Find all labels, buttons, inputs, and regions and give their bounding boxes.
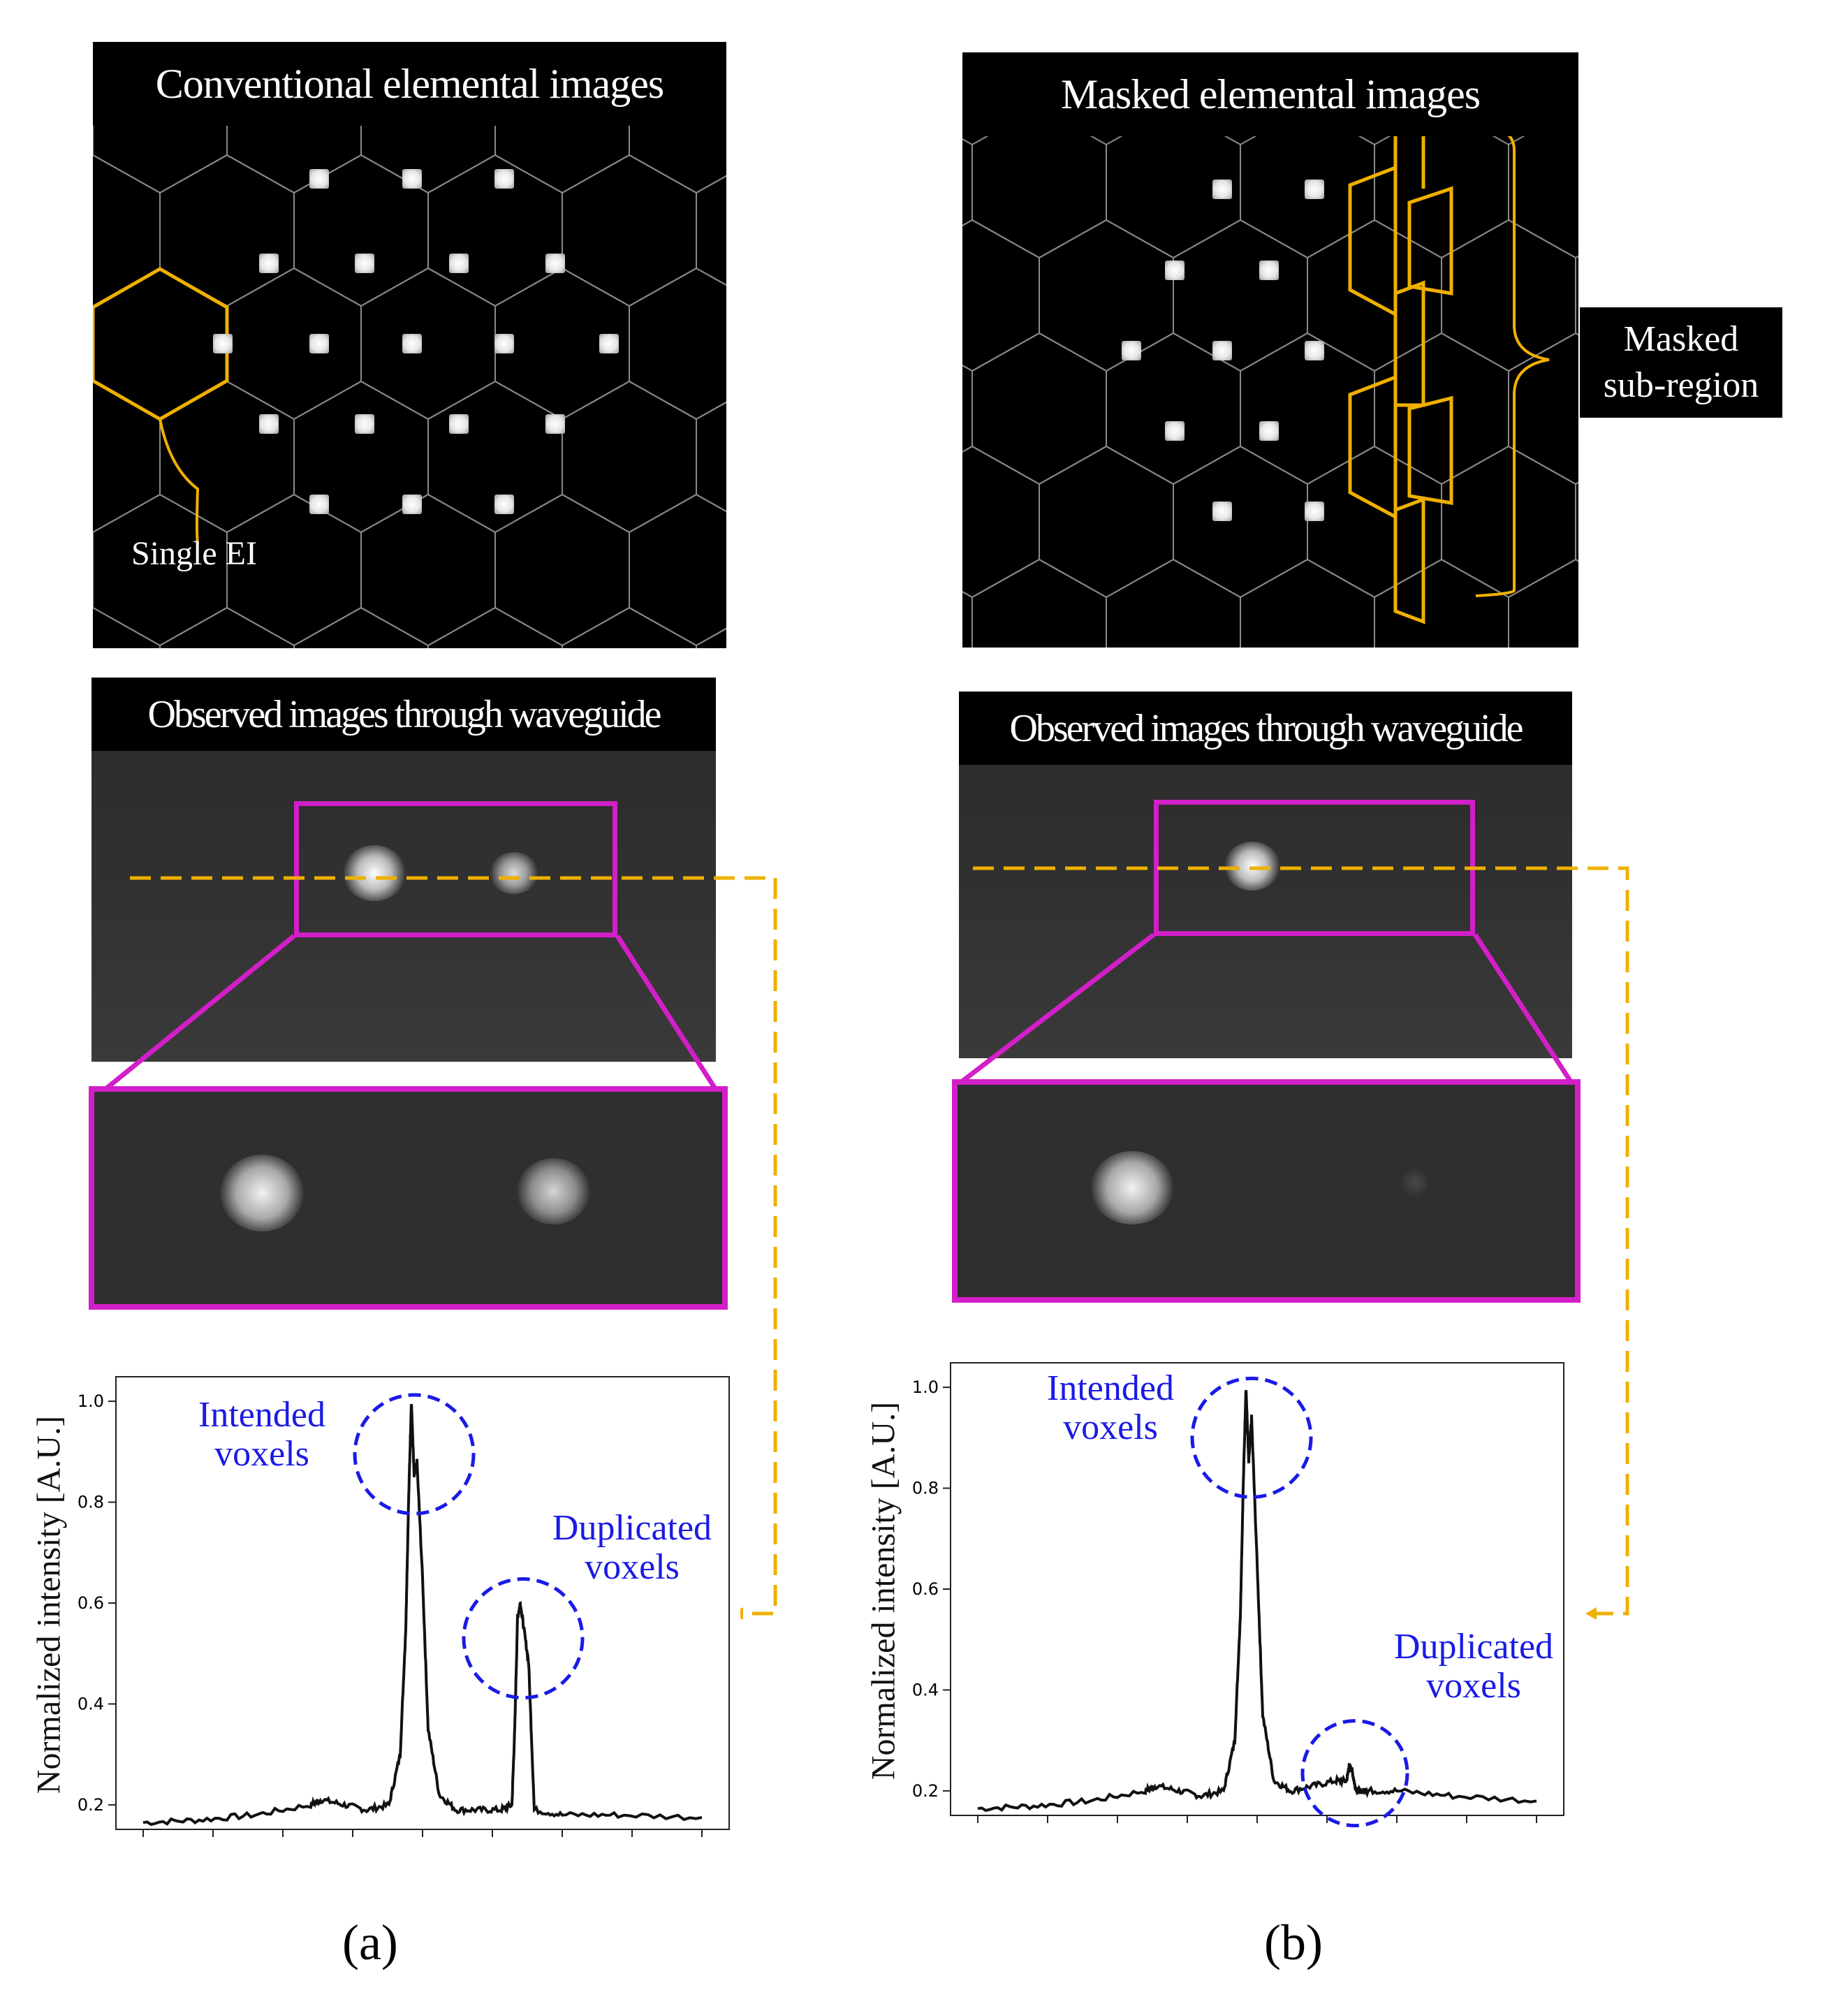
hex-cell — [1106, 558, 1241, 648]
masked-sub-region-label: Masked sub-region — [1580, 307, 1782, 418]
voxel-dot — [402, 169, 422, 189]
voxel-dot — [494, 334, 514, 353]
voxel-dot — [1165, 261, 1185, 280]
zoom-voxel-a2 — [517, 1158, 590, 1224]
hex-cell — [293, 606, 429, 648]
voxel-dot — [1212, 502, 1232, 521]
intensity-line — [142, 1403, 703, 1827]
observed-title-a: Observed images through waveguide — [91, 678, 716, 751]
conventional-ei-panel: Conventional elemental images Single EI — [93, 42, 726, 648]
voxel-dot — [259, 254, 279, 273]
y-tick-label: 0.8 — [78, 1493, 104, 1512]
plot-area-b — [950, 1362, 1564, 1816]
voxel-dot — [1305, 180, 1324, 199]
hex-cell — [562, 606, 697, 648]
y-tick-label: 1.0 — [78, 1391, 104, 1411]
y-tick-label: 0.6 — [912, 1579, 939, 1599]
bright-voxel-b1 — [1224, 842, 1280, 891]
annotation-circle — [462, 1577, 585, 1700]
hex-cell — [159, 606, 295, 648]
mask-brace — [1475, 124, 1550, 597]
zoom-roi-a — [294, 801, 617, 937]
voxel-dot — [259, 414, 279, 434]
observed-title-b: Observed images through waveguide — [959, 692, 1572, 765]
y-tick-label: 0.2 — [78, 1795, 104, 1815]
voxel-dot — [599, 334, 619, 353]
voxel-dot — [449, 414, 469, 434]
bright-voxel-a1 — [343, 845, 406, 901]
y-tick-label: 0.4 — [912, 1680, 939, 1699]
intensity-chart-b: 0.2 0.4 0.6 0.8 1.0 Normalized intensity [A.… — [856, 1348, 1575, 1830]
voxel-dot — [494, 495, 514, 514]
voxel-dot — [1305, 502, 1324, 521]
hex-cell — [1508, 558, 1578, 648]
voxel-dot — [213, 334, 233, 353]
y-tick-label: 1.0 — [912, 1377, 939, 1397]
masked-ei-title: Masked elemental images — [962, 52, 1578, 136]
observed-image-b: Observed images through waveguide — [959, 692, 1572, 1058]
voxel-dot — [309, 169, 329, 189]
zoom-voxel-a1 — [220, 1155, 304, 1231]
hex-cell — [1240, 558, 1375, 648]
hex-cell — [971, 558, 1107, 648]
hex-cell — [1374, 558, 1509, 648]
intended-voxels-annotation-a: Intended voxels — [198, 1395, 325, 1474]
voxel-dot — [449, 254, 469, 273]
single-ei-label: Single EI — [131, 535, 257, 572]
zoomed-view-b — [952, 1079, 1581, 1303]
single-ei-outline — [93, 267, 229, 421]
plot-area-a — [115, 1376, 730, 1830]
voxel-dot — [309, 334, 329, 353]
zoomed-view-a — [89, 1086, 728, 1310]
voxel-dot — [355, 254, 374, 273]
chart-svg-a: 0.2 0.4 0.6 0.8 1.0 — [78, 1391, 703, 1837]
hex-cell — [427, 606, 563, 648]
panel-label-a: (a) — [342, 1915, 398, 1970]
voxel-dot — [545, 414, 565, 434]
voxel-dot — [1212, 341, 1232, 360]
y-tick-label: 0.6 — [78, 1593, 104, 1613]
voxel-dot — [402, 334, 422, 353]
annotation-circle — [353, 1393, 476, 1516]
masked-ei-panel: Masked elemental images — [962, 52, 1578, 648]
voxel-dot — [1212, 180, 1232, 199]
voxel-dot — [1259, 421, 1279, 441]
annotation-circle — [1300, 1719, 1409, 1828]
y-axis-label-b: Normalized intensity [A.U.] — [865, 1401, 902, 1780]
voxel-dot — [402, 495, 422, 514]
voxel-dot — [1305, 341, 1324, 360]
duplicated-voxels-annotation-b: Duplicated voxels — [1393, 1627, 1554, 1706]
panel-label-b: (b) — [1264, 1915, 1323, 1970]
single-ei-leader — [159, 418, 200, 546]
y-tick-label: 0.4 — [78, 1694, 104, 1713]
zoom-voxel-b2 — [1401, 1169, 1429, 1197]
y-tick-label: 0.8 — [912, 1479, 939, 1498]
annotation-circle — [1190, 1376, 1313, 1499]
chart-svg-b: 0.2 0.4 0.6 0.8 1.0 — [912, 1376, 1537, 1828]
dashed-profile-line-b — [973, 866, 1629, 1616]
voxel-dot — [494, 169, 514, 189]
voxel-dot — [1259, 261, 1279, 280]
voxel-dot — [1165, 421, 1185, 441]
y-tick-label: 0.2 — [912, 1781, 939, 1801]
voxel-dot — [545, 254, 565, 273]
voxel-dot — [355, 414, 374, 434]
bright-voxel-a2 — [490, 852, 538, 894]
observed-image-a: Observed images through waveguide — [91, 678, 716, 1062]
duplicated-voxels-annotation-a: Duplicated voxels — [552, 1508, 712, 1587]
voxel-dot — [1122, 341, 1141, 360]
zoom-voxel-b1 — [1090, 1151, 1174, 1224]
voxel-dot — [309, 495, 329, 514]
dashed-profile-line-a — [130, 876, 777, 1616]
intended-voxels-annotation-b: Intended voxels — [1047, 1368, 1174, 1447]
intensity-line — [977, 1389, 1537, 1813]
conventional-ei-title: Conventional elemental images — [93, 42, 726, 126]
hex-grid-a — [93, 42, 726, 648]
